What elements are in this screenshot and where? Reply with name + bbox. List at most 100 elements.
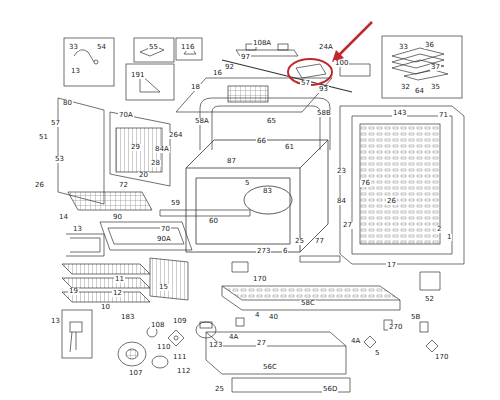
callout-number: 59	[170, 200, 181, 207]
outer-shell	[58, 98, 464, 264]
insets	[404, 70, 448, 80]
insets	[64, 38, 114, 86]
callout-number: 90	[112, 214, 123, 221]
oven-cavity	[186, 140, 328, 252]
callout-number: 57	[300, 80, 311, 87]
callout-number: 53	[54, 156, 65, 163]
callout-number: 16	[212, 70, 223, 77]
callout-number: 4	[254, 312, 260, 319]
callout-number: 72	[118, 182, 129, 189]
callout-number: 13	[70, 68, 81, 75]
oven-cavity	[300, 140, 328, 252]
callout-number: 108	[150, 322, 165, 329]
callout-number: 27	[342, 222, 353, 229]
callout-number: 52	[424, 296, 435, 303]
callout-number: 108A	[252, 40, 272, 47]
callout-number: 76	[360, 180, 371, 187]
callout-number: 109	[172, 318, 187, 325]
outer-shell	[212, 106, 320, 150]
insets	[74, 50, 94, 62]
callout-number: 123	[208, 342, 223, 349]
racks-and-elements	[66, 234, 104, 256]
callout-number: 273	[256, 248, 271, 255]
racks-and-elements	[68, 192, 152, 210]
callout-number: 116	[180, 44, 195, 51]
base-and-drawer	[232, 378, 350, 392]
base-and-drawer	[420, 272, 440, 290]
callout-number: 36	[424, 42, 435, 49]
callout-number: 56D	[322, 386, 338, 393]
callout-number: 5	[374, 350, 380, 357]
callout-number: 170	[434, 354, 449, 361]
outer-shell	[360, 124, 440, 244]
racks-and-elements	[62, 192, 340, 302]
callout-number: 61	[284, 144, 295, 151]
callout-number: 92	[224, 64, 235, 71]
base-and-drawer	[206, 262, 440, 392]
callout-number: 26	[386, 198, 397, 205]
cooktop-parts	[176, 78, 332, 112]
callout-number: 66	[256, 138, 267, 145]
insets	[382, 36, 462, 98]
callout-number: 6	[282, 248, 288, 255]
callout-number: 28	[150, 160, 161, 167]
callout-number: 58C	[300, 300, 316, 307]
callout-number: 112	[176, 368, 191, 375]
fan-motor-parts	[118, 342, 146, 366]
callout-number: 11	[114, 276, 125, 283]
callout-number: 70A	[118, 112, 134, 119]
racks-and-elements	[62, 278, 150, 288]
insets	[134, 38, 174, 62]
base-and-drawer	[236, 318, 244, 326]
callout-number: 10	[100, 304, 111, 311]
callout-number: 17	[386, 262, 397, 269]
base-and-drawer	[222, 286, 400, 300]
base-and-drawer	[420, 322, 428, 332]
callout-number: 37	[430, 64, 441, 71]
outer-shell	[340, 106, 464, 264]
cooktop-parts	[228, 86, 268, 102]
callout-number: 84	[336, 198, 347, 205]
fan-motor-parts	[200, 322, 212, 328]
callout-number: 264	[168, 132, 183, 139]
callout-number: 143	[392, 110, 407, 117]
base-and-drawer	[364, 336, 376, 348]
callout-number: 83	[262, 188, 273, 195]
racks-and-elements	[70, 238, 100, 252]
cooktop-parts	[296, 64, 326, 78]
callout-number: 33	[68, 44, 79, 51]
callout-number: 77	[314, 238, 325, 245]
callout-number: 18	[190, 84, 201, 91]
callout-number: 13	[72, 226, 83, 233]
callout-number: 54	[96, 44, 107, 51]
fan-motor-parts	[70, 332, 76, 352]
racks-and-elements	[150, 258, 188, 300]
callout-number: 1	[446, 234, 452, 241]
outer-shell	[58, 98, 104, 204]
outer-shell	[200, 98, 330, 150]
callout-number: 20	[138, 172, 149, 179]
callout-number: 5	[244, 180, 250, 187]
callout-number: 25	[214, 386, 225, 393]
insets	[176, 38, 202, 60]
callout-number: 24A	[318, 44, 334, 51]
callout-number: 5B	[410, 314, 421, 321]
callout-number: 12	[112, 290, 123, 297]
racks-and-elements	[62, 264, 150, 274]
callout-number: 29	[130, 144, 141, 151]
oven-cavity	[244, 186, 292, 214]
callout-number: 23	[336, 168, 347, 175]
callout-number: 15	[158, 284, 169, 291]
callout-number: 19	[68, 288, 79, 295]
callout-number: 170	[252, 276, 267, 283]
callout-number: 111	[172, 354, 187, 361]
callout-number: 26	[34, 182, 45, 189]
racks-and-elements	[160, 210, 250, 216]
callout-number: 97	[240, 54, 251, 61]
callout-number: 84A	[154, 146, 170, 153]
callout-number: 70	[160, 226, 171, 233]
callout-number: 32	[400, 84, 411, 91]
highlight-marker	[288, 22, 372, 85]
callout-number: 183	[120, 314, 135, 321]
racks-and-elements	[108, 228, 184, 244]
